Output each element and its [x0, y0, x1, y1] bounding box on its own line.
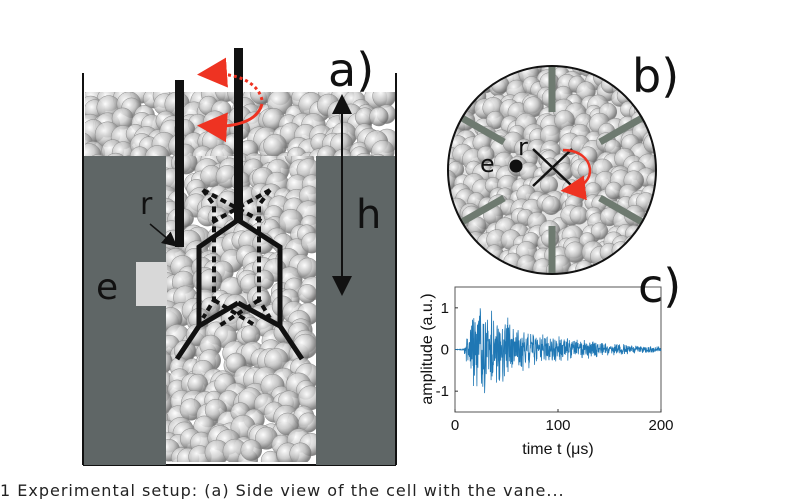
bead	[598, 262, 619, 274]
bead	[448, 102, 459, 120]
y-tick-label: 1	[441, 300, 449, 317]
x-tick-label: 200	[648, 417, 673, 434]
receiver-rod	[175, 80, 184, 247]
emitter-label-b: e	[480, 150, 495, 178]
bead	[459, 242, 477, 260]
bead	[240, 324, 261, 345]
signal-trace	[455, 308, 662, 394]
bead	[465, 66, 486, 82]
x-tick-label: 0	[451, 417, 459, 434]
bead	[289, 442, 312, 462]
bead	[597, 66, 617, 69]
bead	[596, 263, 615, 274]
bead	[448, 224, 459, 243]
y-tick-label: -1	[436, 383, 449, 400]
bead	[448, 255, 454, 274]
bead	[448, 241, 461, 263]
bead	[471, 66, 491, 70]
receiver-label-b: r	[518, 133, 528, 161]
bead	[448, 88, 453, 107]
vane-shaft	[234, 48, 243, 220]
outer-cylinder-left	[84, 156, 166, 465]
bead	[485, 261, 503, 274]
x-axis-label: time t (μs)	[522, 441, 593, 458]
bead	[448, 240, 467, 262]
bead	[448, 90, 465, 112]
bead	[466, 258, 485, 274]
bead	[472, 67, 493, 88]
emitter-label-a: e	[96, 267, 118, 308]
granular-beads-gap	[166, 156, 316, 462]
figure-caption: 1 Experimental setup: (a) Side view of t…	[0, 481, 565, 499]
emitter-block	[136, 262, 167, 306]
bead	[448, 207, 455, 227]
bead	[477, 66, 500, 78]
outer-cylinder-right	[316, 156, 395, 465]
bead	[598, 66, 619, 71]
bead	[372, 92, 395, 108]
bead	[623, 235, 645, 256]
bead	[462, 66, 485, 78]
panel-b-top-view: r e b)	[447, 49, 679, 275]
receiver-pointer	[149, 223, 178, 247]
x-tick-label: 100	[545, 417, 570, 434]
bead	[369, 106, 389, 127]
bead	[448, 73, 452, 91]
bead	[541, 195, 561, 215]
bead	[301, 232, 316, 254]
bead	[448, 237, 452, 256]
bead	[640, 235, 656, 255]
y-tick-label: 0	[441, 342, 449, 359]
bead	[198, 268, 223, 293]
bead	[371, 140, 395, 158]
bead	[477, 259, 496, 274]
bead	[590, 222, 609, 240]
bead	[502, 66, 522, 70]
height-label: h	[356, 192, 381, 238]
cylinder-ribs	[460, 66, 644, 274]
bead	[611, 241, 631, 260]
receiver-dot	[509, 159, 523, 173]
bead	[448, 66, 466, 70]
bead	[569, 206, 589, 225]
rotation-arrow-solid	[197, 103, 264, 143]
vane-solid-outline	[174, 217, 305, 361]
bead	[448, 256, 467, 274]
bead	[448, 233, 465, 255]
bead	[240, 439, 263, 461]
bead	[616, 257, 636, 274]
bead	[448, 66, 453, 84]
y-axis-label: amplitude (a.u.)	[419, 293, 436, 404]
rotation-arrow-top-view	[560, 148, 592, 201]
receiver-label-a: r	[140, 187, 153, 222]
bead	[578, 66, 598, 77]
bead	[560, 66, 582, 69]
bead	[448, 66, 466, 85]
panel-a-label: a)	[328, 43, 374, 97]
vane-dashed-outline	[201, 188, 272, 328]
bead	[297, 284, 316, 304]
bead	[642, 217, 656, 237]
bead	[296, 257, 316, 280]
panel-b-label: b)	[632, 49, 679, 103]
bead	[448, 81, 466, 100]
bead	[448, 66, 454, 74]
panel-a-side-view: e r h a)	[82, 43, 397, 466]
panel-c-label: c)	[638, 259, 681, 313]
